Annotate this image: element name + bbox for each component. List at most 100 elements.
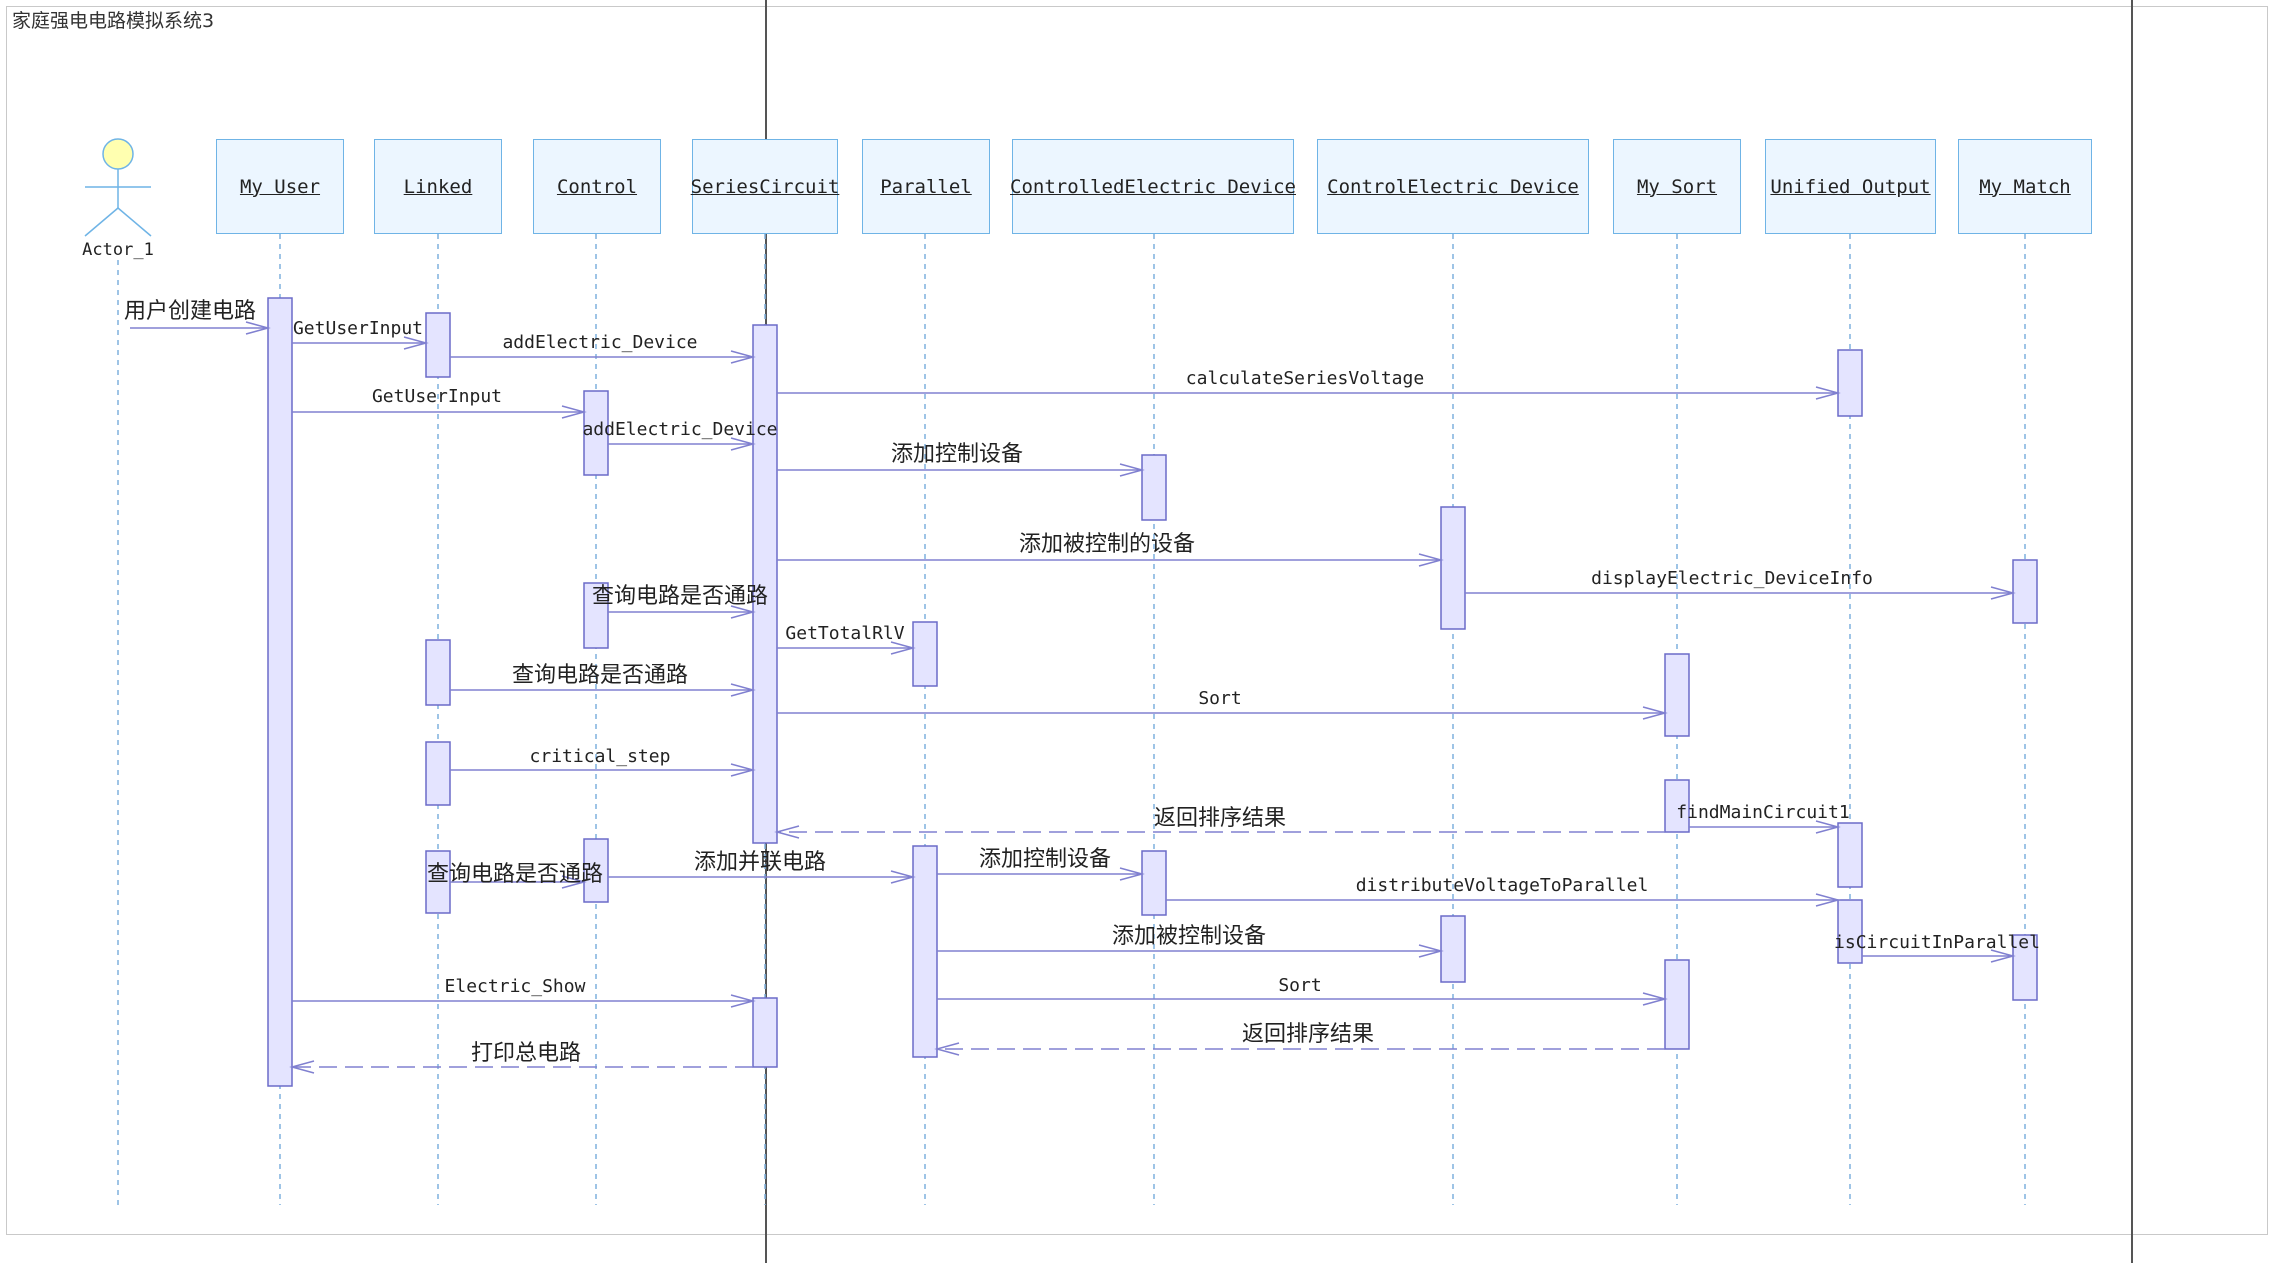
- message-label: 查询电路是否通路: [592, 584, 768, 609]
- message-label: 打印总电路: [471, 1041, 581, 1066]
- lifeline-box-linked[interactable]: Linked: [374, 139, 502, 234]
- activation-bar: [425, 741, 451, 806]
- activation-bar: [1837, 349, 1863, 417]
- arrowhead-icon: [730, 437, 756, 451]
- activation-bar: [425, 312, 451, 378]
- activation-bar: [1141, 850, 1167, 916]
- activation-bar: [1664, 959, 1690, 1050]
- message-label: isCircuitInParallel: [1834, 932, 2040, 953]
- lifeline-box-my-user[interactable]: My User: [216, 139, 344, 234]
- lifeline-label: ControlElectric Device: [1327, 175, 1579, 198]
- arrowhead-icon: [1815, 386, 1841, 400]
- message-label: 返回排序结果: [1242, 1022, 1374, 1047]
- message-label: Sort: [1198, 688, 1241, 709]
- arrowhead-icon: [1119, 463, 1145, 477]
- arrowhead-icon: [1418, 944, 1444, 958]
- message-label: 添加控制设备: [979, 847, 1111, 872]
- activation-bar: [1141, 454, 1167, 521]
- arrowhead-icon: [1642, 992, 1668, 1006]
- lifeline-box-controlledelectric-device[interactable]: ControlledElectric Device: [1010, 139, 1296, 234]
- arrowhead-icon: [1815, 893, 1841, 907]
- diagram-frame: [6, 6, 2268, 1235]
- lifeline-label: My Match: [1979, 175, 2071, 198]
- lifeline-label: My Sort: [1636, 175, 1718, 198]
- lifeline-box-control[interactable]: Control: [533, 139, 661, 234]
- arrowhead-icon: [890, 641, 916, 655]
- arrowhead-icon: [1815, 820, 1841, 834]
- message-label: Sort: [1278, 975, 1321, 996]
- activation-bar: [1664, 779, 1690, 833]
- actor-leg-icon: [84, 207, 119, 237]
- message-label: displayElectric_DeviceInfo: [1591, 568, 1873, 589]
- message-label: findMainCircuit1: [1676, 802, 1849, 823]
- actor-head-icon: [102, 138, 134, 170]
- lifeline-label: My User: [239, 175, 321, 198]
- arrowhead-icon: [561, 405, 587, 419]
- lifeline-label: Parallel: [880, 175, 972, 198]
- arrowhead-icon: [561, 875, 587, 889]
- message-label: 查询电路是否通路: [427, 862, 603, 887]
- lifeline-box-my-match[interactable]: My Match: [1958, 139, 2092, 234]
- lifeline-label: Unified Output: [1770, 175, 1931, 198]
- arrowhead-icon: [890, 870, 916, 884]
- arrowhead-icon: [934, 1042, 960, 1056]
- actor-label: Actor_1: [82, 240, 154, 260]
- arrowhead-icon: [730, 994, 756, 1008]
- activation-bar: [2012, 934, 2038, 1001]
- activation-bar: [583, 838, 609, 903]
- arrowhead-icon: [774, 825, 800, 839]
- lifeline-label: Control: [556, 175, 638, 198]
- message-label: calculateSeriesVoltage: [1186, 368, 1424, 389]
- activation-bar: [752, 324, 778, 844]
- message-label: 用户创建电路: [124, 299, 256, 324]
- arrowhead-icon: [730, 763, 756, 777]
- lifeline-box-my-sort[interactable]: My Sort: [1613, 139, 1741, 234]
- lifeline-box-parallel[interactable]: Parallel: [862, 139, 990, 234]
- lifeline-label: SeriesCircuit: [690, 175, 840, 198]
- arrowhead-icon: [289, 1060, 315, 1074]
- message-label: addElectric_Device: [502, 332, 697, 353]
- message-label: GetUserInput: [372, 386, 502, 407]
- arrowhead-icon: [1990, 586, 2016, 600]
- message-label: 返回排序结果: [1154, 806, 1286, 831]
- message-label: addElectric_Device: [582, 419, 777, 440]
- activation-bar: [1837, 899, 1863, 964]
- actor-leg-icon: [117, 207, 152, 237]
- message-label: distributeVoltageToParallel: [1356, 875, 1649, 896]
- activation-bar: [1440, 915, 1466, 983]
- activation-bar: [2012, 559, 2038, 624]
- arrowhead-icon: [1990, 949, 2016, 963]
- message-label: Electric_Show: [445, 976, 586, 997]
- activation-bar: [267, 297, 293, 1087]
- arrowhead-icon: [730, 683, 756, 697]
- arrowhead-icon: [730, 350, 756, 364]
- lifeline-label: ControlledElectric Device: [1010, 175, 1296, 198]
- message-label: 添加被控制设备: [1112, 924, 1266, 949]
- arrowhead-icon: [1642, 706, 1668, 720]
- message-label: 添加控制设备: [891, 442, 1023, 467]
- lifeline-label: Linked: [403, 175, 473, 198]
- message-label: GetUserInput: [293, 318, 423, 339]
- arrowhead-icon: [245, 321, 271, 335]
- lifeline-box-unified-output[interactable]: Unified Output: [1765, 139, 1936, 234]
- activation-bar: [912, 845, 938, 1058]
- activation-bar: [583, 582, 609, 649]
- message-label: 添加并联电路: [694, 850, 826, 875]
- lifeline-box-controlelectric-device[interactable]: ControlElectric Device: [1317, 139, 1589, 234]
- diagram-title: 家庭强电电路模拟系统3: [12, 10, 215, 32]
- message-label: critical_step: [530, 746, 671, 767]
- arrowhead-icon: [1119, 867, 1145, 881]
- arrowhead-icon: [730, 605, 756, 619]
- activation-bar: [912, 621, 938, 687]
- message-label: 添加被控制的设备: [1019, 532, 1195, 557]
- arrowhead-icon: [403, 336, 429, 350]
- activation-bar: [1664, 653, 1690, 737]
- editor-split-line: [2131, 0, 2133, 1263]
- activation-bar: [752, 997, 778, 1068]
- activation-bar: [583, 390, 609, 476]
- activation-bar: [1837, 822, 1863, 888]
- activation-bar: [1440, 506, 1466, 630]
- lifeline-box-seriescircuit[interactable]: SeriesCircuit: [690, 139, 840, 234]
- activation-bar: [425, 639, 451, 706]
